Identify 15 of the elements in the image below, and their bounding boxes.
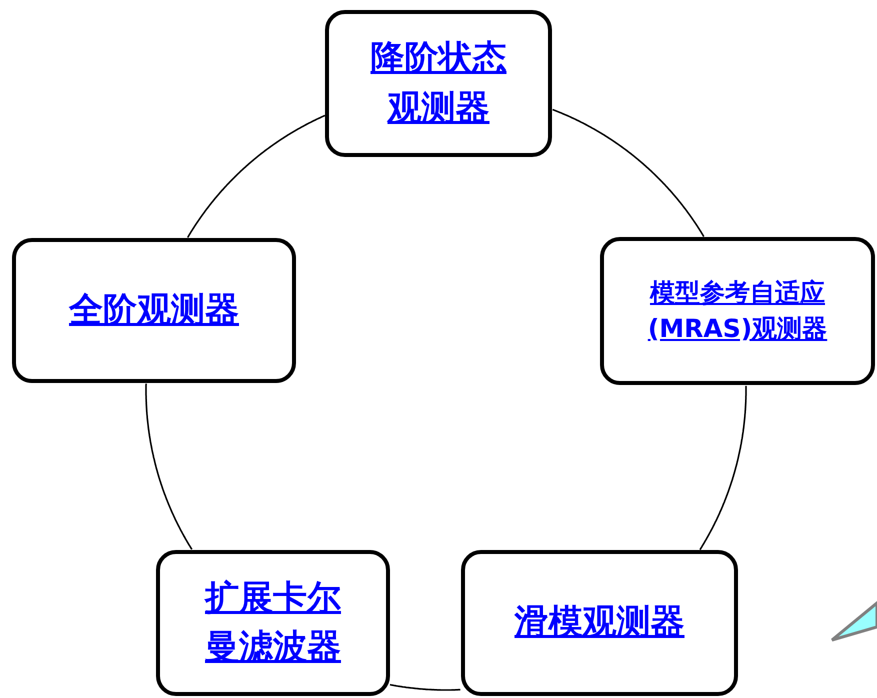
link-text: 模型参考自适应(MRAS)观测器 bbox=[646, 276, 828, 345]
link-text: 降阶状态观测器 bbox=[370, 37, 508, 130]
connector-arc bbox=[145, 384, 192, 550]
method-box bbox=[325, 10, 552, 157]
link-text: 全阶观测器 bbox=[69, 288, 239, 332]
connector-arc bbox=[552, 108, 704, 237]
link-text: 扩展卡尔曼滤波器 bbox=[203, 576, 342, 669]
method-box bbox=[600, 237, 875, 385]
method-box bbox=[461, 550, 738, 696]
connector-arc bbox=[390, 684, 460, 691]
connector-arc bbox=[699, 386, 747, 550]
method-box bbox=[156, 550, 390, 696]
connector-arc bbox=[187, 114, 326, 238]
link-text: 滑模观测器 bbox=[514, 601, 684, 644]
method-box bbox=[12, 238, 296, 383]
